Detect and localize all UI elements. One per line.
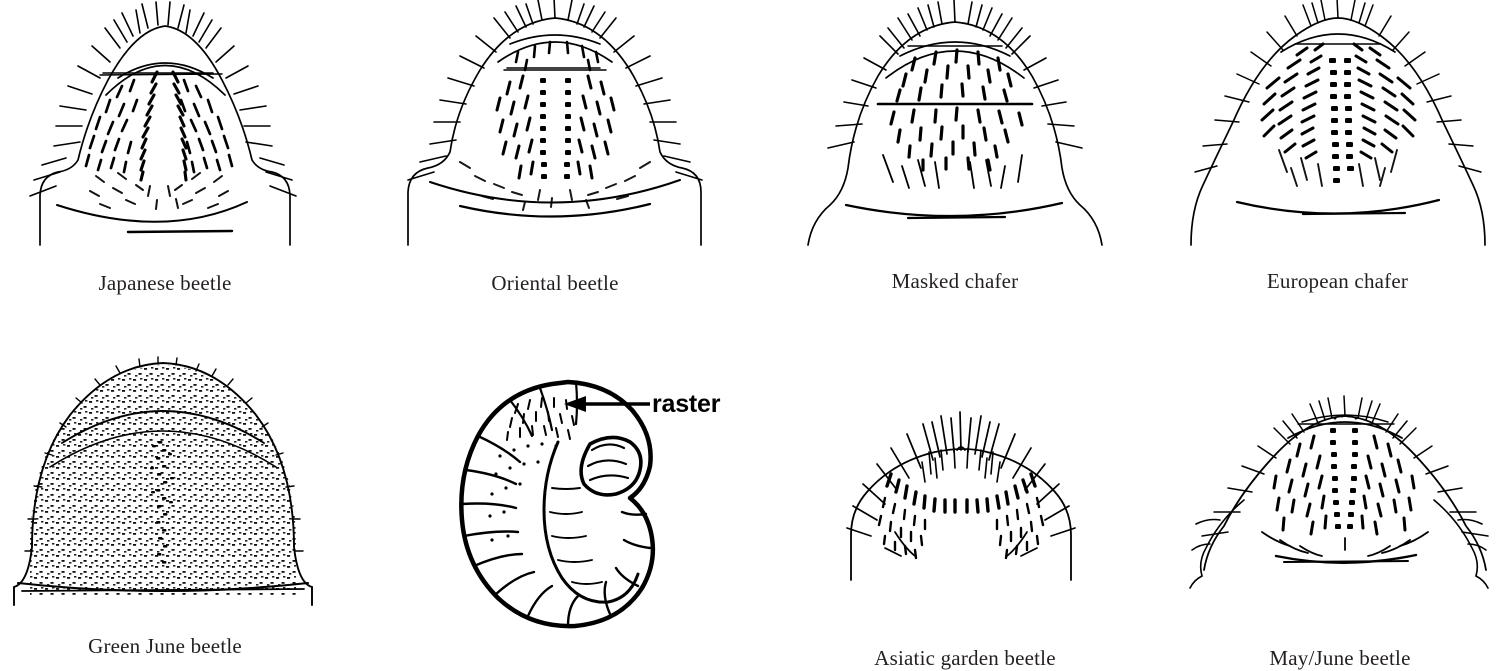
- specimen-cell-green-june-beetle: Green June beetle: [0, 355, 330, 665]
- raster-drawing-may-june-beetle: [1189, 395, 1489, 589]
- specimen-cell-oriental-beetle: Oriental beetle: [390, 0, 720, 310]
- specimen-label-european-chafer: European chafer: [1266, 269, 1409, 293]
- specimen-cell-masked-chafer: Masked chafer: [790, 0, 1120, 310]
- specimen-cell-japanese-beetle: Japanese beetle: [0, 0, 330, 310]
- specimen-cell-asiatic-garden-beetle: Asiatic garden beetle: [815, 370, 1115, 670]
- raster-annotation-label: raster: [652, 390, 721, 418]
- specimen-cell-european-chafer: European chafer: [1175, 0, 1500, 310]
- specimen-label-oriental-beetle: Oriental beetle: [491, 271, 619, 295]
- raster-drawing-asiatic-garden-beetle: [846, 411, 1076, 581]
- raster-drawing-masked-chafer: [807, 0, 1103, 246]
- raster-drawing-japanese-beetle: [29, 1, 297, 246]
- leftward-arrow-icon: [564, 396, 650, 412]
- raster-drawing-green-june-beetle: [13, 356, 313, 606]
- specimen-label-asiatic-garden-beetle: Asiatic garden beetle: [874, 646, 1056, 670]
- raster-drawing-european-chafer: [1190, 0, 1486, 246]
- specimen-label-may-june-beetle: May/June beetle: [1269, 646, 1411, 670]
- specimen-cell-grub-habitus: raster: [440, 370, 770, 650]
- raster-drawing-oriental-beetle: [407, 0, 703, 246]
- specimen-cell-may-june-beetle: May/June beetle: [1180, 370, 1500, 670]
- specimen-label-japanese-beetle: Japanese beetle: [98, 271, 232, 295]
- grub-habitus-drawing: [459, 379, 656, 629]
- specimen-label-masked-chafer: Masked chafer: [891, 269, 1019, 293]
- specimen-label-green-june-beetle: Green June beetle: [88, 634, 242, 658]
